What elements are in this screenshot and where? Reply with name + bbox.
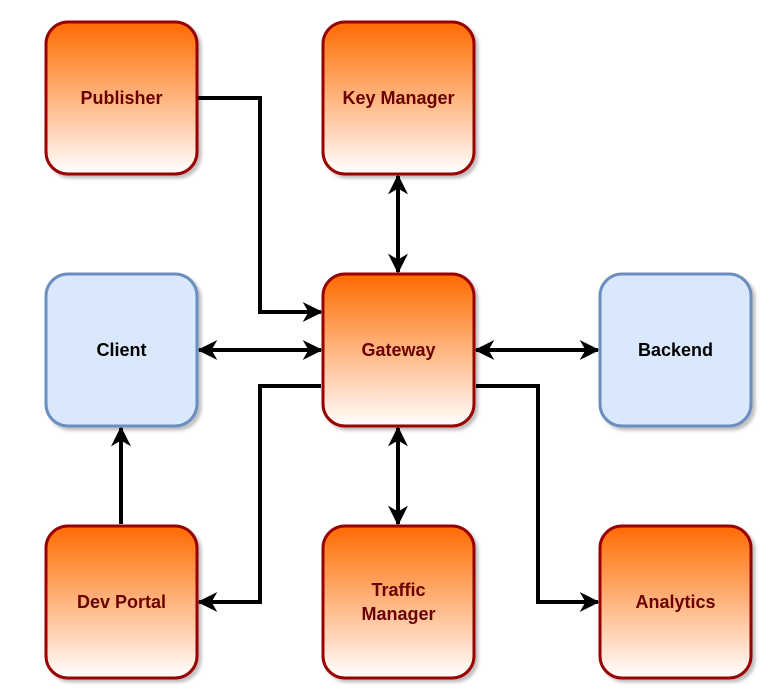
edge-gateway-to-dev-portal [197, 384, 321, 612]
node-key-manager[interactable]: Key Manager [321, 20, 476, 176]
node-label: Client [96, 340, 146, 360]
node-client[interactable]: Client [44, 272, 199, 428]
node-label: Key Manager [342, 88, 454, 108]
node-label: Traffic [371, 580, 425, 600]
node-gateway[interactable]: Gateway [321, 272, 476, 428]
edge-publisher-to-gateway [198, 96, 323, 322]
node-label: Backend [638, 340, 713, 360]
node-backend[interactable]: Backend [598, 272, 753, 428]
node-label: Publisher [80, 88, 162, 108]
node-label: Analytics [635, 592, 715, 612]
node-analytics[interactable]: Analytics [598, 524, 753, 680]
node-box[interactable] [598, 524, 753, 680]
node-box[interactable] [44, 524, 199, 680]
node-box[interactable] [598, 272, 753, 428]
node-publisher[interactable]: Publisher [44, 20, 199, 176]
edges [111, 96, 600, 612]
node-box[interactable] [44, 20, 199, 176]
node-box[interactable] [44, 272, 199, 428]
edge-gateway-to-analytics [476, 384, 600, 612]
node-dev-portal[interactable]: Dev Portal [44, 524, 199, 680]
node-label: Manager [361, 604, 435, 624]
node-box[interactable] [321, 524, 476, 680]
node-box[interactable] [321, 20, 476, 176]
node-box[interactable] [321, 272, 476, 428]
node-label: Dev Portal [77, 592, 166, 612]
node-label: Gateway [361, 340, 435, 360]
